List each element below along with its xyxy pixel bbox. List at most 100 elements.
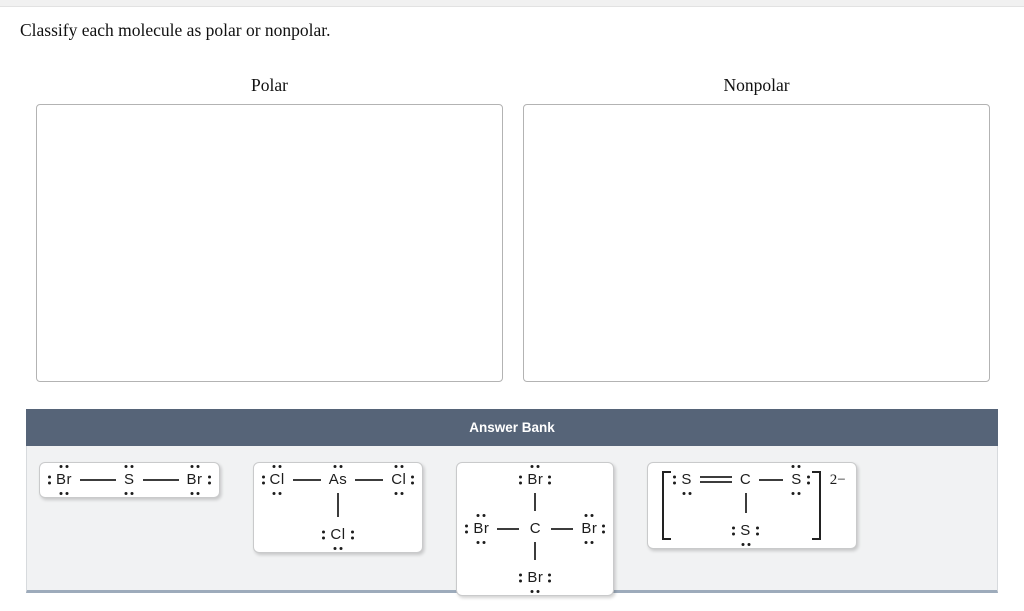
electron-dot xyxy=(791,465,795,468)
atom-Br: Br xyxy=(581,514,606,544)
bond-line xyxy=(699,476,732,479)
atom-symbol: Br xyxy=(473,520,490,537)
lone-pair-top xyxy=(272,465,282,468)
lone-pair-bottom xyxy=(59,492,69,495)
nonpolar-drop-zone[interactable] xyxy=(523,104,990,382)
atom-Br: Br xyxy=(465,514,490,544)
lone-pair-right xyxy=(548,475,552,485)
atom-symbol: Cl xyxy=(391,471,407,488)
single-bond xyxy=(80,478,116,481)
electron-dot xyxy=(394,492,398,495)
single-bond xyxy=(744,493,747,513)
electron-dot xyxy=(48,475,51,479)
electron-dot xyxy=(196,465,200,468)
electron-dot xyxy=(797,465,801,468)
electron-dot xyxy=(130,465,134,468)
electron-dot xyxy=(806,481,810,485)
lone-pair-bottom xyxy=(476,541,486,544)
lone-pair-bottom xyxy=(333,547,343,550)
lone-pair-right xyxy=(806,475,810,485)
lone-pair-left xyxy=(519,475,523,485)
lone-pair-bottom xyxy=(791,492,801,495)
atom-symbol: S xyxy=(124,471,135,488)
lone-pair-bottom xyxy=(394,492,404,495)
structure-row: Br xyxy=(467,465,603,490)
atom-Cl: Cl xyxy=(322,526,354,550)
atom-symbol: S xyxy=(681,471,692,488)
double-bond xyxy=(699,476,732,484)
atom-S: S xyxy=(791,465,810,495)
electron-dot xyxy=(602,530,606,534)
electron-dot xyxy=(394,465,398,468)
electron-dot xyxy=(688,492,692,495)
electron-dot xyxy=(190,492,194,495)
lone-pair-top xyxy=(394,465,404,468)
bin-label-polar: Polar xyxy=(251,75,288,95)
electron-dot xyxy=(322,536,326,540)
electron-dot xyxy=(482,541,486,544)
atom-symbol: Br xyxy=(186,471,203,488)
single-bond xyxy=(534,493,537,511)
ion-charge: 2− xyxy=(829,472,846,488)
electron-dot xyxy=(261,475,265,479)
electron-dot xyxy=(65,492,69,495)
electron-dot xyxy=(548,481,552,485)
lone-pair-right xyxy=(548,573,552,583)
lone-pair-bottom xyxy=(682,492,692,495)
lone-pair-right xyxy=(755,526,759,536)
structure-row xyxy=(467,490,603,519)
structure-row: Br C Br xyxy=(465,514,606,544)
atom-symbol: Cl xyxy=(330,526,346,543)
bin-polar: Polar xyxy=(36,75,503,382)
electron-dot xyxy=(519,481,523,485)
electron-dot xyxy=(261,481,265,485)
answer-bank-header: Answer Bank xyxy=(26,409,998,446)
structure-row: Cl xyxy=(264,525,413,550)
electron-dot xyxy=(124,465,128,468)
electron-dot xyxy=(590,514,594,517)
electron-dot xyxy=(48,481,51,485)
electron-dot xyxy=(797,492,801,495)
electron-dot xyxy=(59,465,63,468)
electron-dot xyxy=(411,475,415,479)
electron-dot xyxy=(65,465,69,468)
atom-symbol: As xyxy=(328,471,348,488)
electron-dot xyxy=(755,526,759,530)
atom-symbol: S xyxy=(791,471,802,488)
atom-C: C xyxy=(740,472,751,488)
atom-symbol: C xyxy=(739,471,752,488)
electron-dot xyxy=(584,541,588,544)
electron-dot xyxy=(519,573,523,577)
atom-S: S xyxy=(673,471,692,495)
electron-dot xyxy=(673,475,677,479)
electron-dot xyxy=(482,514,486,517)
atom-S: S xyxy=(124,465,135,495)
lone-pair-bottom xyxy=(190,492,200,495)
atom-C: C xyxy=(530,521,541,537)
polar-drop-zone[interactable] xyxy=(36,104,503,382)
single-bond xyxy=(336,493,339,517)
lone-pair-left xyxy=(673,475,677,485)
electron-dot xyxy=(272,492,276,495)
electron-dot xyxy=(272,465,276,468)
lone-pair-right xyxy=(350,530,354,540)
atom-Br: Br xyxy=(186,465,211,495)
electron-dot xyxy=(673,481,677,485)
electron-dot xyxy=(548,475,552,479)
electron-dot xyxy=(465,524,469,528)
electron-dot xyxy=(806,475,810,479)
bracket-left xyxy=(662,471,672,540)
